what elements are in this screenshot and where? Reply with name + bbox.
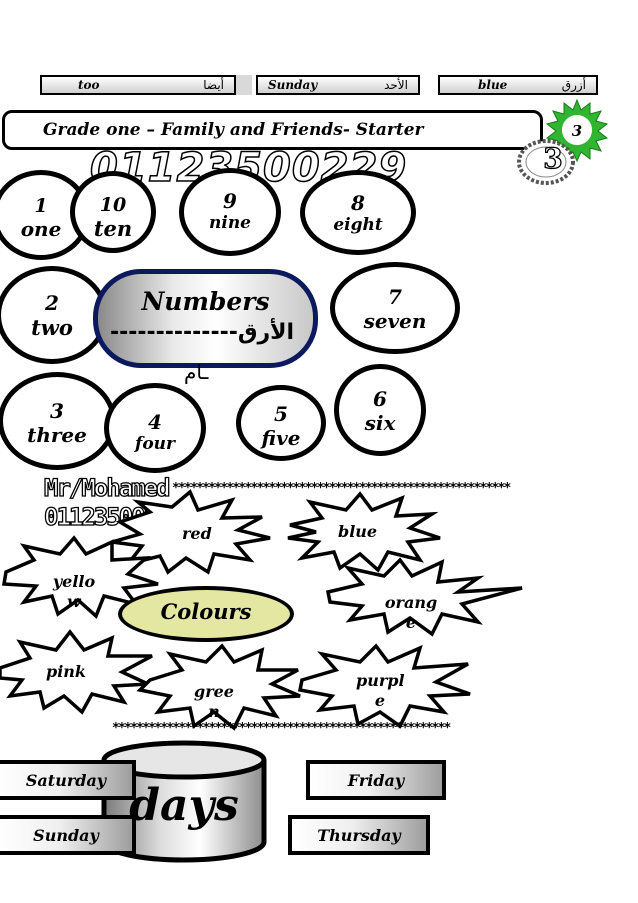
number-oval-nine: 9 nine <box>179 168 281 256</box>
number-digit: 7 <box>388 285 402 309</box>
vocab-box-blue: blue أزرق <box>438 75 598 95</box>
colour-orange: orang e <box>384 593 438 632</box>
number-word: two <box>31 315 73 340</box>
burst-yellow <box>1 535 159 619</box>
number-oval-three: 3 three <box>0 372 116 470</box>
number-oval-six: 6 six <box>334 364 426 456</box>
number-word: seven <box>363 309 427 333</box>
burst-orange <box>325 557 523 637</box>
colour-blue: blue <box>338 522 378 541</box>
colour-pink: pink <box>46 662 86 681</box>
day-label: Thursday <box>317 825 401 845</box>
numbers-arabic-line: --------------الأرق <box>110 320 295 345</box>
medallion-number: 3 <box>543 142 562 175</box>
title-text: Grade one – Family and Friends- Starter <box>43 120 424 140</box>
number-word: three <box>27 423 87 447</box>
burst-pink <box>0 629 153 715</box>
number-oval-five: 5 five <box>236 385 326 461</box>
separator-bottom: ****************************************… <box>112 721 451 736</box>
page-title: Grade one – Family and Friends- Starter <box>2 110 543 150</box>
day-label: Friday <box>347 770 405 790</box>
number-word: nine <box>209 213 251 233</box>
number-digit: 9 <box>223 189 237 213</box>
numbers-heading-box <box>93 269 318 368</box>
vocab-english: blue <box>478 78 508 92</box>
number-oval-seven: 7 seven <box>330 262 460 354</box>
badge-text: 3 <box>572 122 582 140</box>
burst-green <box>136 643 301 731</box>
colour-red: red <box>182 524 212 543</box>
number-word: four <box>135 434 175 454</box>
number-word: ten <box>93 216 133 241</box>
number-oval-eight: 8 eight <box>300 170 416 255</box>
vocab-box-sunday: Sunday الأحد <box>256 75 420 95</box>
number-digit: 3 <box>50 399 64 423</box>
day-sunday: Sunday <box>0 815 136 855</box>
number-oval-four: 4 four <box>104 383 206 473</box>
day-thursday: Thursday <box>288 815 430 855</box>
vocab-english: Sunday <box>268 78 318 92</box>
number-digit: 6 <box>373 387 387 411</box>
medallion-icon: 3 <box>517 139 575 185</box>
vocab-arabic: أزرق <box>561 78 586 92</box>
day-label: Sunday <box>33 825 99 845</box>
separator-top: ****************************************… <box>172 481 511 496</box>
number-digit: 2 <box>45 291 59 315</box>
numbers-arabic-line-2: ـام <box>184 360 209 384</box>
vocab-english: too <box>78 78 100 92</box>
burst-blue <box>287 491 441 573</box>
teacher-name: Mr/Mohamed <box>43 473 171 502</box>
vocab-box-too: too أيضا <box>40 75 236 95</box>
number-digit: 1 <box>34 195 48 217</box>
colour-bursts <box>0 489 523 731</box>
vocab-arabic: الأحد <box>384 78 408 92</box>
number-oval-two: 2 two <box>0 266 108 364</box>
colour-yellow: yello w <box>52 572 96 611</box>
burst-purple <box>297 643 471 729</box>
number-word: five <box>261 426 301 450</box>
number-digit: 8 <box>351 191 365 215</box>
days-heading: days <box>129 780 239 831</box>
number-digit: 10 <box>99 194 127 216</box>
number-word: eight <box>333 215 383 235</box>
colour-purple: purpl e <box>356 671 405 710</box>
number-digit: 4 <box>148 410 162 434</box>
colours-heading-box <box>118 586 294 642</box>
number-word: one <box>20 217 62 241</box>
day-friday: Friday <box>306 760 446 800</box>
vocab-divider <box>236 75 252 95</box>
number-word: six <box>364 411 396 435</box>
number-digit: 5 <box>274 402 288 426</box>
numbers-heading: Numbers <box>141 287 270 316</box>
colours-heading: Colours <box>160 599 252 624</box>
number-oval-ten: 10 ten <box>70 171 156 253</box>
day-saturday: Saturday <box>0 760 136 800</box>
day-label: Saturday <box>25 770 107 790</box>
colour-green: gree n <box>194 682 234 721</box>
vocab-arabic: أيضا <box>203 78 224 92</box>
